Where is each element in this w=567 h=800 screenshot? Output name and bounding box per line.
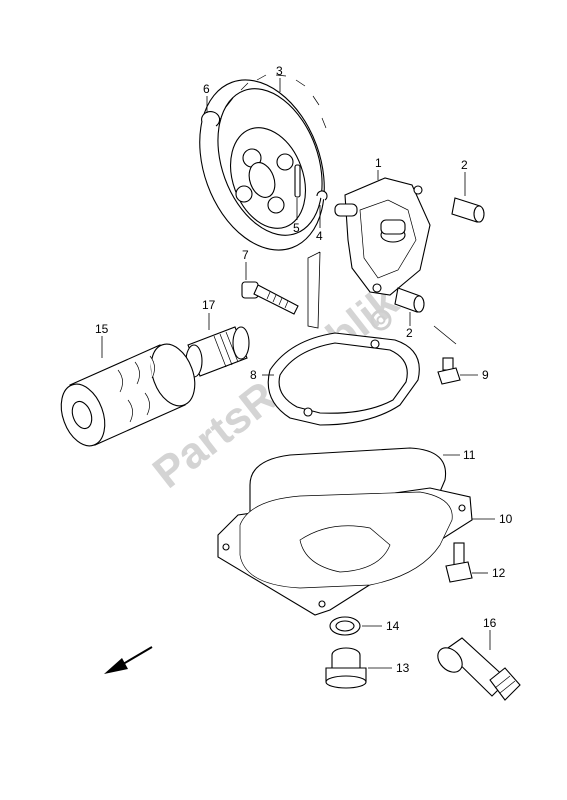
callout-13: 13 bbox=[396, 661, 410, 675]
callout-12: 12 bbox=[492, 566, 506, 580]
part-5-pin bbox=[294, 164, 301, 198]
callout-16: 16 bbox=[483, 616, 497, 630]
callout-17: 17 bbox=[202, 298, 216, 312]
part-3-pump-driven-gear bbox=[199, 74, 327, 251]
callout-2-top: 2 bbox=[461, 158, 468, 172]
callouts: 1 2 3 4 5 6 7 2 17 15 8 9 11 10 12 14 13… bbox=[95, 64, 513, 675]
leader-lines bbox=[101, 78, 495, 669]
part-9-bolt bbox=[437, 357, 461, 385]
callout-1: 1 bbox=[375, 156, 382, 170]
part-12-bolt bbox=[445, 542, 473, 583]
callout-4: 4 bbox=[316, 229, 323, 243]
part-13-drain-plug bbox=[325, 647, 367, 689]
callout-5: 5 bbox=[293, 221, 300, 235]
callout-15: 15 bbox=[95, 322, 109, 336]
callout-14: 14 bbox=[386, 619, 400, 633]
callout-6: 6 bbox=[203, 82, 210, 96]
part-2-dowel-pin-bottom bbox=[394, 287, 425, 313]
part-1-oil-pump bbox=[334, 177, 431, 296]
callout-10: 10 bbox=[499, 512, 513, 526]
part-8-oil-strainer bbox=[267, 332, 420, 426]
part-17-oil-filter-nipple bbox=[185, 326, 250, 378]
callout-11: 11 bbox=[463, 448, 476, 462]
part-16-oil-pressure-switch bbox=[437, 637, 521, 701]
part-4-washer bbox=[316, 190, 328, 201]
callout-2-bottom: 2 bbox=[406, 326, 413, 340]
part-15-oil-filter bbox=[60, 343, 196, 447]
part-10-oil-pan bbox=[217, 487, 473, 616]
callout-7: 7 bbox=[242, 248, 249, 262]
direction-arrow-icon bbox=[104, 646, 153, 674]
part-14-gasket-washer bbox=[329, 616, 361, 636]
gear-icon bbox=[370, 309, 392, 331]
callout-3: 3 bbox=[276, 64, 283, 78]
part-7-bolt bbox=[241, 281, 299, 315]
callout-8: 8 bbox=[250, 368, 257, 382]
part-2-dowel-pin-top bbox=[451, 197, 485, 223]
callout-9: 9 bbox=[482, 368, 489, 382]
part-6-circlip bbox=[201, 111, 221, 127]
